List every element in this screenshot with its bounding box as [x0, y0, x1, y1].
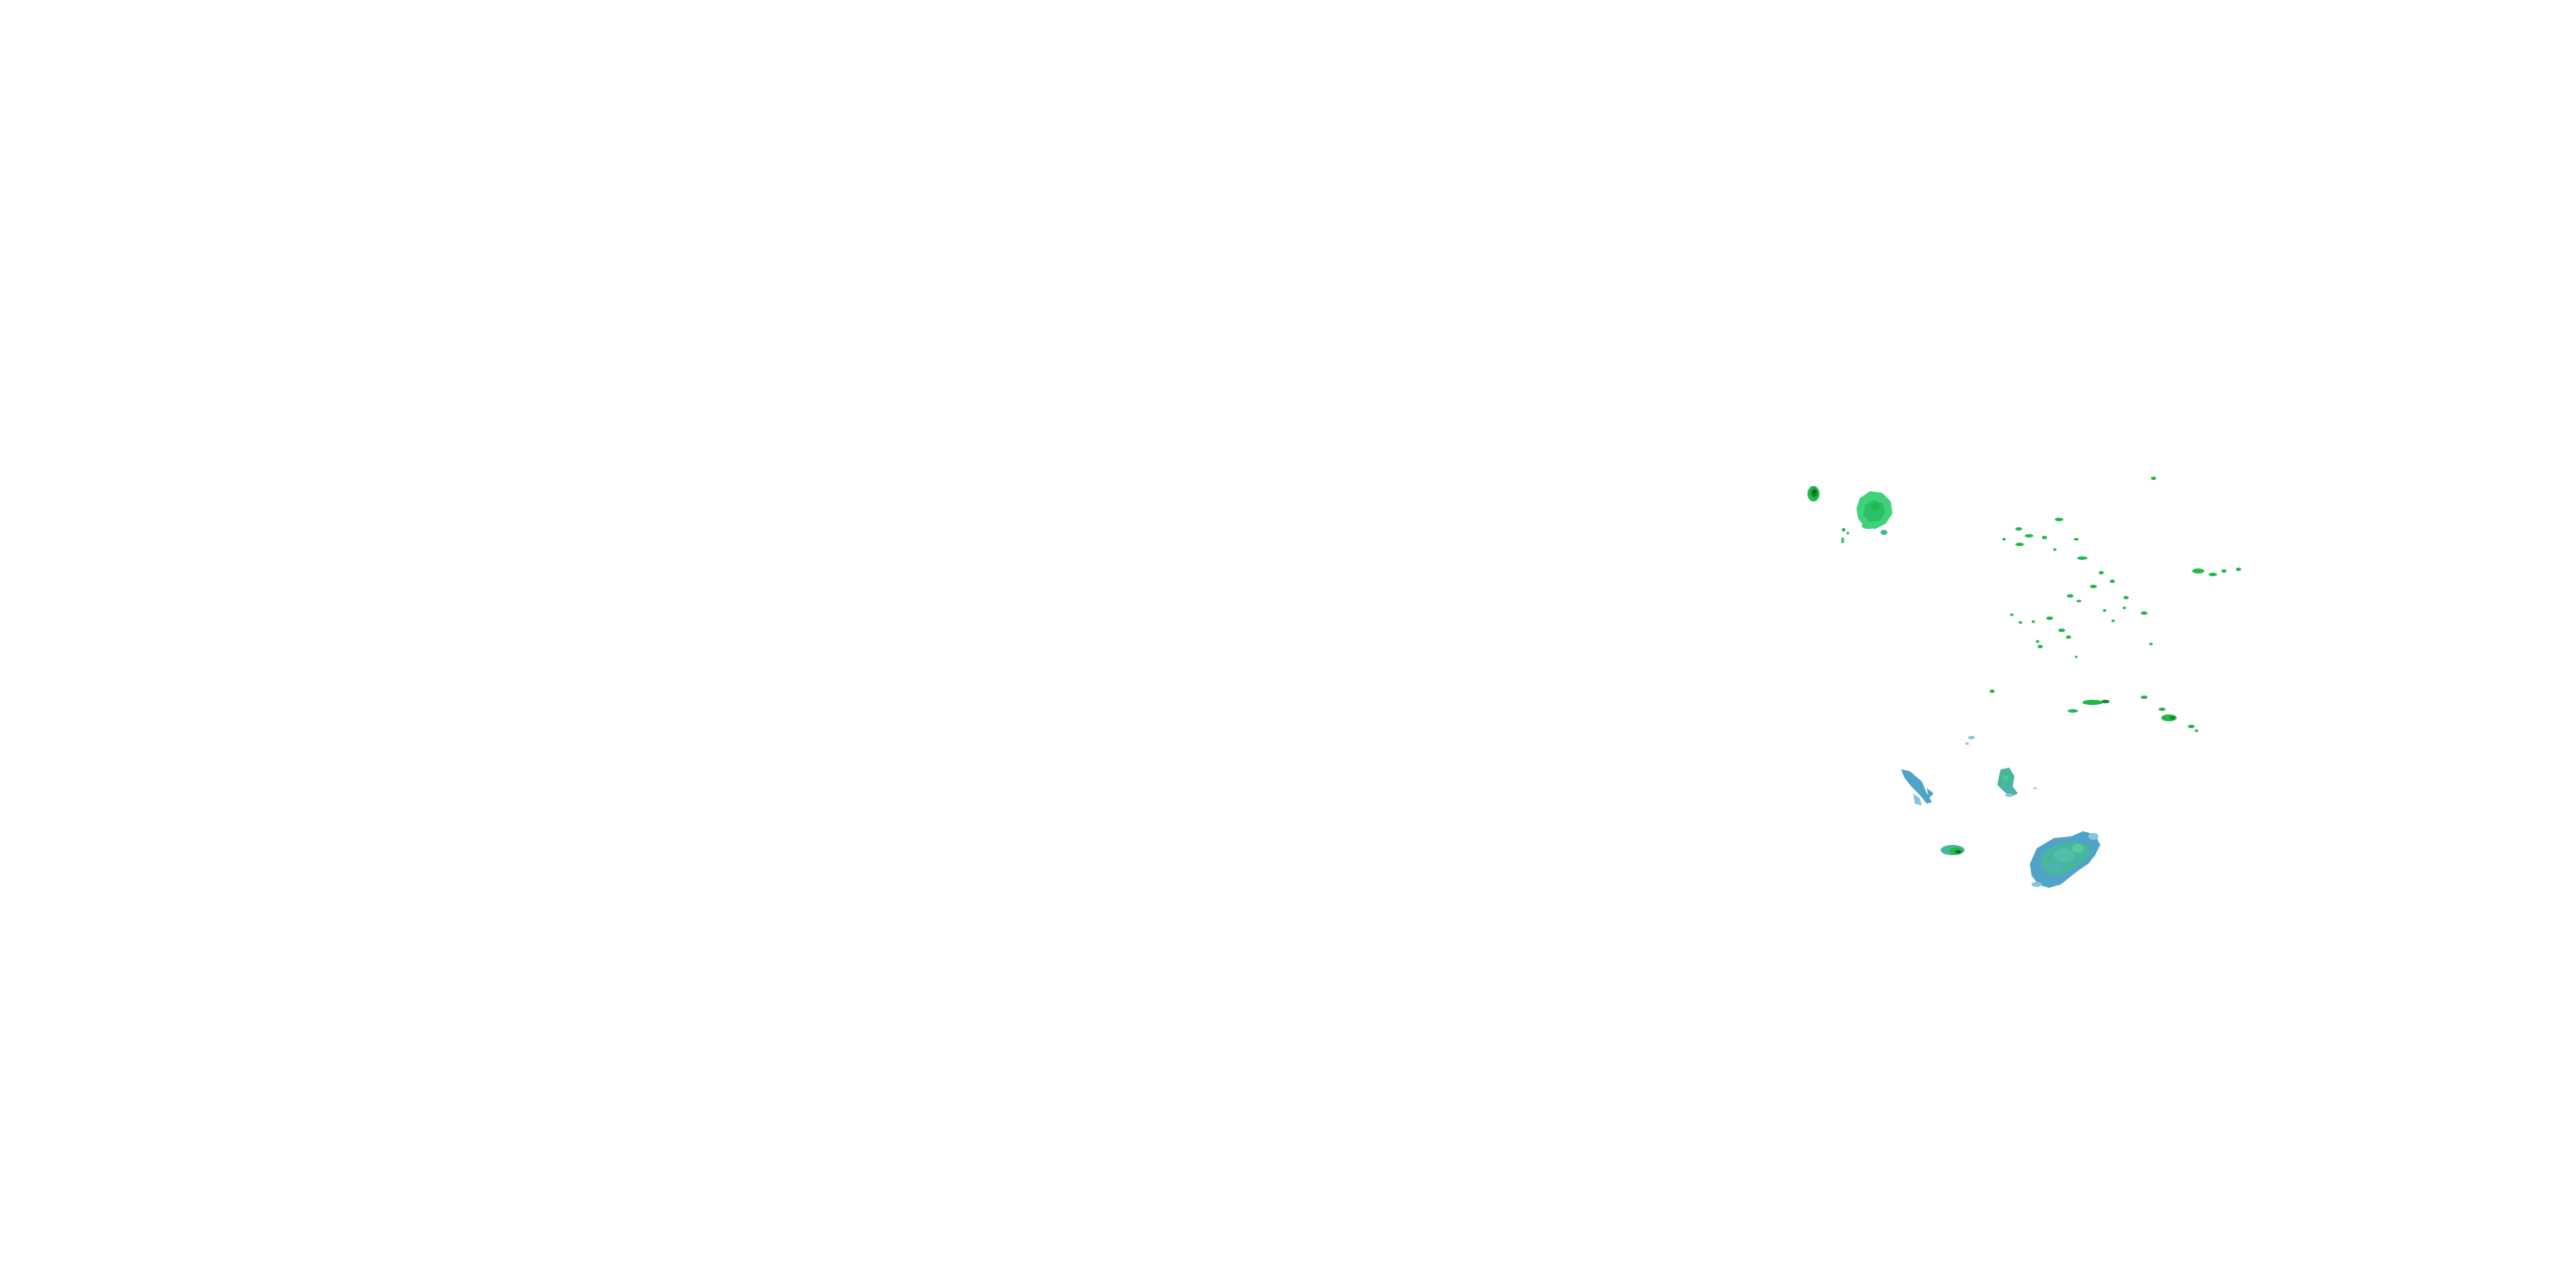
- echo-cell-southwest-small: [1941, 845, 1965, 855]
- echo-cells-scattered-east: [2002, 477, 2156, 659]
- echo-cell-northwest-small: [1807, 486, 1820, 501]
- echo-cell-south-central: [1997, 768, 2018, 797]
- echo-cell-southwest-streak: [1901, 769, 1934, 805]
- echo-cells-mid-south: [1990, 690, 2198, 732]
- echo-cells-light-scattered: [1965, 736, 2037, 789]
- echo-cells-far-east: [2192, 568, 2241, 576]
- echo-cell-northwest-cluster: [1841, 491, 1893, 544]
- echo-cell-southeast-large: [2030, 831, 2100, 888]
